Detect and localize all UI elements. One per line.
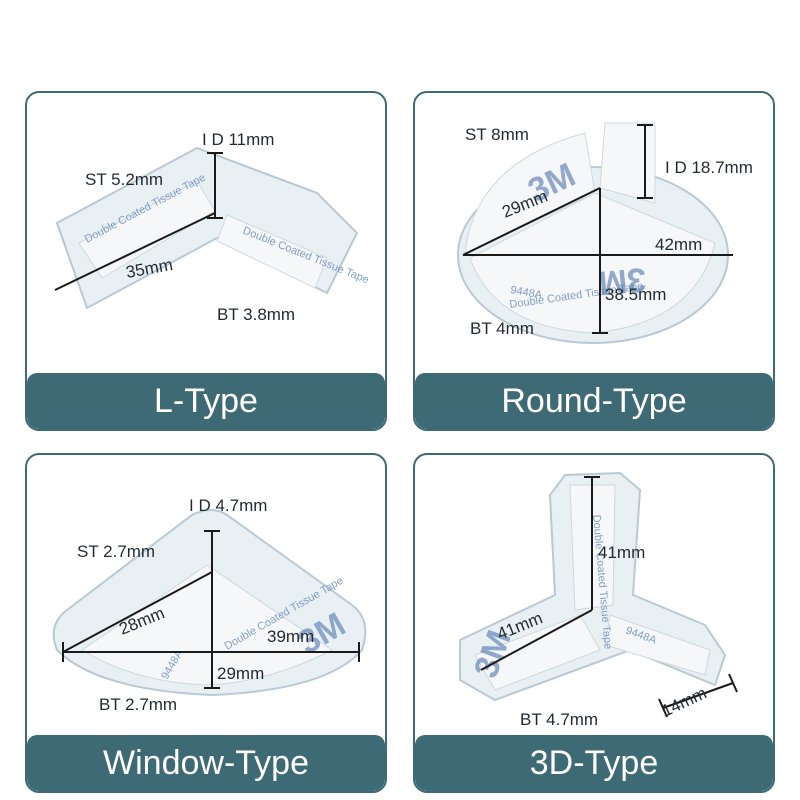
3d-type-photo: Double Coated Tissue Tape 9448A 3M 41mm … bbox=[459, 471, 738, 729]
width-label: 42mm bbox=[655, 235, 702, 254]
width-label: 39mm bbox=[267, 627, 314, 646]
id-label: I D 18.7mm bbox=[665, 158, 753, 177]
l-type-card: Double Coated Tissue Tape Double Coated … bbox=[25, 91, 387, 431]
round-type-photo: 3M 3M 9448A Double Coated Tissue Tape ST… bbox=[457, 122, 753, 344]
diag-dimension-line bbox=[462, 187, 601, 256]
bt-label: BT 2.7mm bbox=[99, 695, 177, 714]
bt-label: BT 4mm bbox=[470, 319, 534, 338]
st-label: ST 5.2mm bbox=[85, 170, 163, 189]
width-label: 14mm bbox=[659, 683, 710, 720]
window-type-photo: 3M Double Coated Tissue Tape 9448A I D 4… bbox=[52, 496, 367, 714]
tape-brand-text: 3M bbox=[597, 260, 647, 302]
length-dimension-line bbox=[54, 212, 216, 291]
st-label: ST 8mm bbox=[465, 125, 529, 144]
type-label: Window-Type bbox=[27, 735, 385, 791]
depth-dimension-line bbox=[480, 609, 593, 671]
type-label: L-Type bbox=[27, 373, 385, 429]
bt-label: BT 3.8mm bbox=[217, 305, 295, 324]
diag-dimension-line bbox=[62, 571, 213, 653]
height-label: 29mm bbox=[217, 664, 264, 683]
height-label: 41mm bbox=[598, 543, 645, 562]
type-label: 3D-Type bbox=[415, 735, 773, 791]
height-label: 38.5mm bbox=[605, 285, 666, 304]
width-dimension-line bbox=[662, 682, 734, 709]
type-label: Round-Type bbox=[415, 373, 773, 429]
window-type-card: 3M Double Coated Tissue Tape 9448A I D 4… bbox=[25, 453, 387, 793]
st-label: ST 2.7mm bbox=[77, 542, 155, 561]
round-type-card: 3M 3M 9448A Double Coated Tissue Tape ST… bbox=[413, 91, 775, 431]
3d-type-card: Double Coated Tissue Tape 9448A 3M 41mm … bbox=[413, 453, 775, 793]
id-label: I D 11mm bbox=[202, 130, 274, 149]
l-type-photo: Double Coated Tissue Tape Double Coated … bbox=[54, 130, 370, 324]
bt-label: BT 4.7mm bbox=[520, 710, 598, 729]
width-dimension-tick bbox=[728, 673, 738, 693]
id-label: I D 4.7mm bbox=[189, 496, 267, 515]
width-dimension-tick bbox=[658, 698, 668, 718]
tape-model-text: 9448A bbox=[509, 284, 543, 301]
